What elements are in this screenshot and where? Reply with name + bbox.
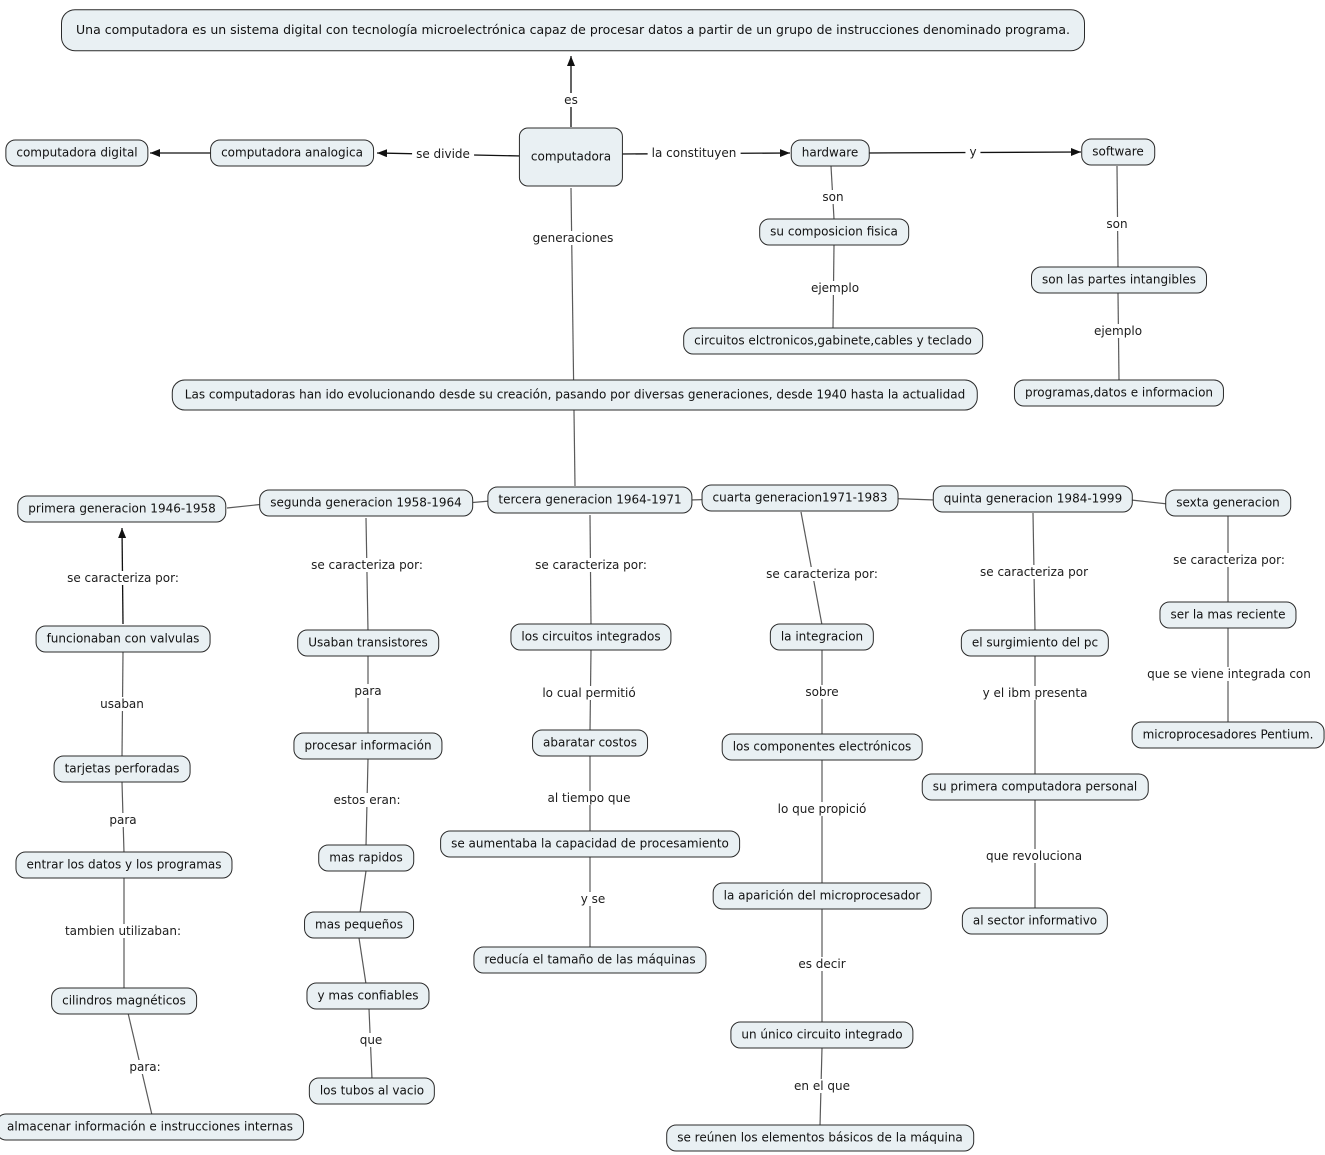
concept-gen3-title[interactable]: tercera generacion 1964-1971 bbox=[487, 486, 693, 514]
link-label-gen2-estos-eran[interactable]: estos eran: bbox=[329, 793, 405, 807]
concept-gen5-title[interactable]: quinta generacion 1984-1999 bbox=[932, 485, 1134, 513]
link-label-gen1-para2[interactable]: para: bbox=[125, 1060, 165, 1074]
link-label-gen4-es-decir[interactable]: es decir bbox=[794, 957, 850, 971]
link-label-gen5-ibm[interactable]: y el ibm presenta bbox=[978, 686, 1092, 700]
concept-gen6-reciente[interactable]: ser la mas reciente bbox=[1159, 601, 1297, 629]
concept-gen1-valvulas[interactable]: funcionaban con valvulas bbox=[35, 625, 211, 653]
link-label-software-son[interactable]: son bbox=[1102, 217, 1132, 231]
concept-gen1-tarjetas[interactable]: tarjetas perforadas bbox=[53, 755, 191, 783]
link-label-gen3-caracteriza[interactable]: se caracteriza por: bbox=[531, 558, 651, 572]
link-label-se-divide[interactable]: se divide bbox=[412, 147, 474, 161]
concept-gen2-tubos[interactable]: los tubos al vacio bbox=[308, 1077, 436, 1105]
link-label-gen2-caracteriza[interactable]: se caracteriza por: bbox=[307, 558, 427, 572]
concept-gen2-transistores[interactable]: Usaban transistores bbox=[297, 629, 439, 657]
concept-hardware[interactable]: hardware bbox=[790, 139, 870, 167]
concept-gen4-title[interactable]: cuarta generacion1971-1983 bbox=[701, 484, 899, 512]
concept-gen2-rapidos[interactable]: mas rapidos bbox=[318, 844, 414, 872]
link-label-gen5-revoluciona[interactable]: que revoluciona bbox=[981, 849, 1087, 863]
link-label-generaciones[interactable]: generaciones bbox=[528, 231, 618, 245]
link-label-gen2-para[interactable]: para bbox=[350, 684, 386, 698]
concept-gen3-capacidad[interactable]: se aumentaba la capacidad de procesamien… bbox=[440, 830, 740, 858]
concept-hardware-ejemplos[interactable]: circuitos elctronicos,gabinete,cables y … bbox=[683, 327, 983, 355]
link-label-la-constituyen[interactable]: la constituyen bbox=[647, 146, 741, 160]
concept-gen2-confiables[interactable]: y mas confiables bbox=[306, 982, 430, 1010]
link-label-gen2-que[interactable]: que bbox=[355, 1033, 387, 1047]
concept-gen4-microprocesador[interactable]: la aparición del microprocesador bbox=[712, 882, 932, 910]
concept-gen5-computadora-personal[interactable]: su primera computadora personal bbox=[921, 773, 1149, 801]
concept-software[interactable]: software bbox=[1081, 138, 1155, 166]
concept-gen5-surgimiento[interactable]: el surgimiento del pc bbox=[960, 629, 1110, 657]
link-label-gen4-en-el-que[interactable]: en el que bbox=[790, 1079, 854, 1093]
concept-gen4-componentes[interactable]: los componentes electrónicos bbox=[721, 733, 923, 761]
link-label-gen1-para[interactable]: para bbox=[105, 813, 141, 827]
link-label-gen5-caracteriza[interactable]: se caracteriza por bbox=[976, 565, 1092, 579]
concept-composicion-fisica[interactable]: su composicion fisica bbox=[759, 218, 909, 246]
link-label-es[interactable]: es bbox=[560, 93, 582, 107]
concept-gen2-title[interactable]: segunda generacion 1958-1964 bbox=[259, 489, 473, 517]
concept-computadora-analogica[interactable]: computadora analogica bbox=[210, 139, 374, 167]
link-label-gen3-permitio[interactable]: lo cual permitió bbox=[538, 686, 640, 700]
link-label-gen4-sobre[interactable]: sobre bbox=[801, 685, 843, 699]
concept-gen3-integrados[interactable]: los circuitos integrados bbox=[510, 623, 672, 651]
link-label-gen1-usaban[interactable]: usaban bbox=[96, 697, 148, 711]
link-label-gen1-caracteriza[interactable]: se caracteriza por: bbox=[63, 571, 183, 585]
concept-gen2-pequenos[interactable]: mas pequeños bbox=[304, 911, 414, 939]
link-label-gen4-propicio[interactable]: lo que propició bbox=[773, 802, 871, 816]
concept-gen1-cilindros[interactable]: cilindros magnéticos bbox=[51, 987, 197, 1015]
concept-gen1-entrar-datos[interactable]: entrar los datos y los programas bbox=[15, 851, 233, 879]
link-label-gen6-caracteriza[interactable]: se caracteriza por: bbox=[1169, 553, 1289, 567]
concept-gen5-sector[interactable]: al sector informativo bbox=[961, 907, 1109, 935]
concept-gen1-almacenar[interactable]: almacenar información e instrucciones in… bbox=[0, 1113, 304, 1141]
link-label-y[interactable]: y bbox=[965, 145, 981, 159]
concept-gen3-reducia[interactable]: reducía el tamaño de las máquinas bbox=[473, 946, 707, 974]
concept-computadora-digital[interactable]: computadora digital bbox=[5, 139, 149, 167]
concept-software-ejemplos[interactable]: programas,datos e informacion bbox=[1013, 379, 1225, 407]
concept-gen4-reunen[interactable]: se reúnen los elementos básicos de la má… bbox=[666, 1124, 974, 1152]
link-label-gen3-y-se[interactable]: y se bbox=[576, 892, 610, 906]
concept-computadora[interactable]: computadora bbox=[518, 127, 624, 187]
concept-evolucion[interactable]: Las computadoras han ido evolucionando d… bbox=[171, 379, 979, 411]
link-label-gen3-al-tiempo[interactable]: al tiempo que bbox=[543, 791, 635, 805]
link-label-gen1-tambien[interactable]: tambien utilizaban: bbox=[60, 924, 186, 938]
concept-gen4-unico-circuito[interactable]: un único circuito integrado bbox=[730, 1021, 914, 1049]
link-label-hardware-son[interactable]: son bbox=[818, 190, 848, 204]
concept-partes-intangibles[interactable]: son las partes intangibles bbox=[1031, 266, 1207, 294]
concept-gen6-title[interactable]: sexta generacion bbox=[1165, 489, 1291, 517]
concept-gen3-abaratar[interactable]: abaratar costos bbox=[532, 729, 648, 757]
concept-definition[interactable]: Una computadora es un sistema digital co… bbox=[61, 9, 1085, 51]
concept-gen1-title[interactable]: primera generacion 1946-1958 bbox=[17, 495, 227, 523]
link-label-software-ejemplo[interactable]: ejemplo bbox=[1089, 324, 1147, 338]
concept-gen4-integracion[interactable]: la integracion bbox=[769, 623, 875, 651]
concept-gen6-pentium[interactable]: microprocesadores Pentium. bbox=[1131, 721, 1325, 749]
concept-gen2-procesar[interactable]: procesar información bbox=[293, 732, 443, 760]
link-label-hardware-ejemplo[interactable]: ejemplo bbox=[806, 281, 864, 295]
link-label-gen6-integrada[interactable]: que se viene integrada con bbox=[1143, 667, 1315, 681]
link-label-gen4-caracteriza[interactable]: se caracteriza por: bbox=[762, 567, 882, 581]
